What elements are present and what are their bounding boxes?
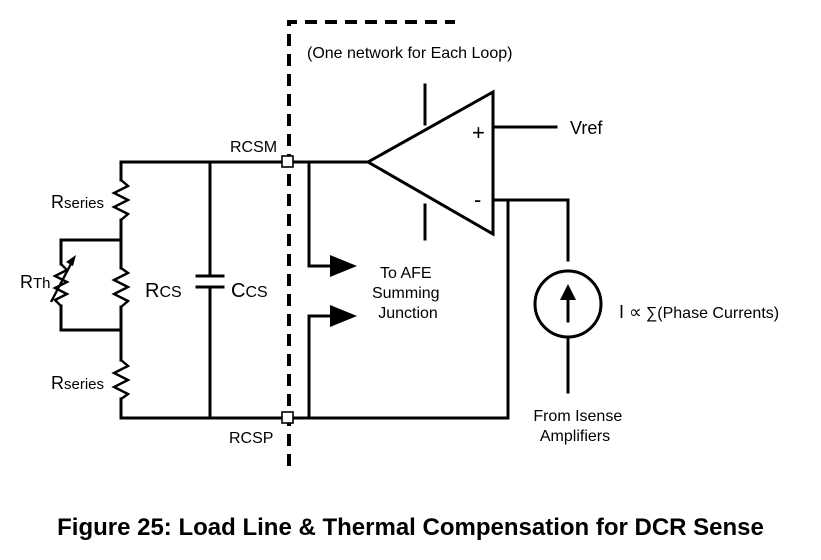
r-series-top-label: Rseries [51,192,104,212]
capacitor-cs [195,160,225,420]
phase-currents-label: I∝∑(Phase Currents) [619,302,779,322]
rcsm-label: RCSM [230,139,277,156]
current-source [533,269,603,394]
minus-label: - [474,187,481,212]
pin-rcsp [281,411,294,424]
resistor-series-bottom [111,359,131,420]
op-amp [364,83,570,420]
resistor-cs [111,267,131,362]
arrow-to-afe-bottom [307,305,357,420]
plus-label: + [472,120,485,145]
vref-label: Vref [570,118,603,138]
figure-caption: Figure 25: Load Line & Thermal Compensat… [57,514,764,541]
network-note: (One network for Each Loop) [307,45,512,62]
resistor-series-top [111,160,131,270]
circuit-diagram: (One network for Each Loop) Vref + - RCS… [20,20,779,466]
r-series-bottom-label: Rseries [51,373,104,393]
network-boundary [287,20,455,466]
thermistor [49,238,123,332]
arrow-to-afe-top [307,160,357,277]
to-afe-label: To AFE Summing Junction [372,265,444,322]
r-th-label: RTh [20,272,51,292]
from-isense-label: From Isense Amplifiers [533,408,626,445]
pin-rcsm [281,155,294,168]
rcsp-label: RCSP [229,430,273,447]
r-cs-label: RCS [145,280,182,302]
c-cs-label: CCS [231,280,268,302]
